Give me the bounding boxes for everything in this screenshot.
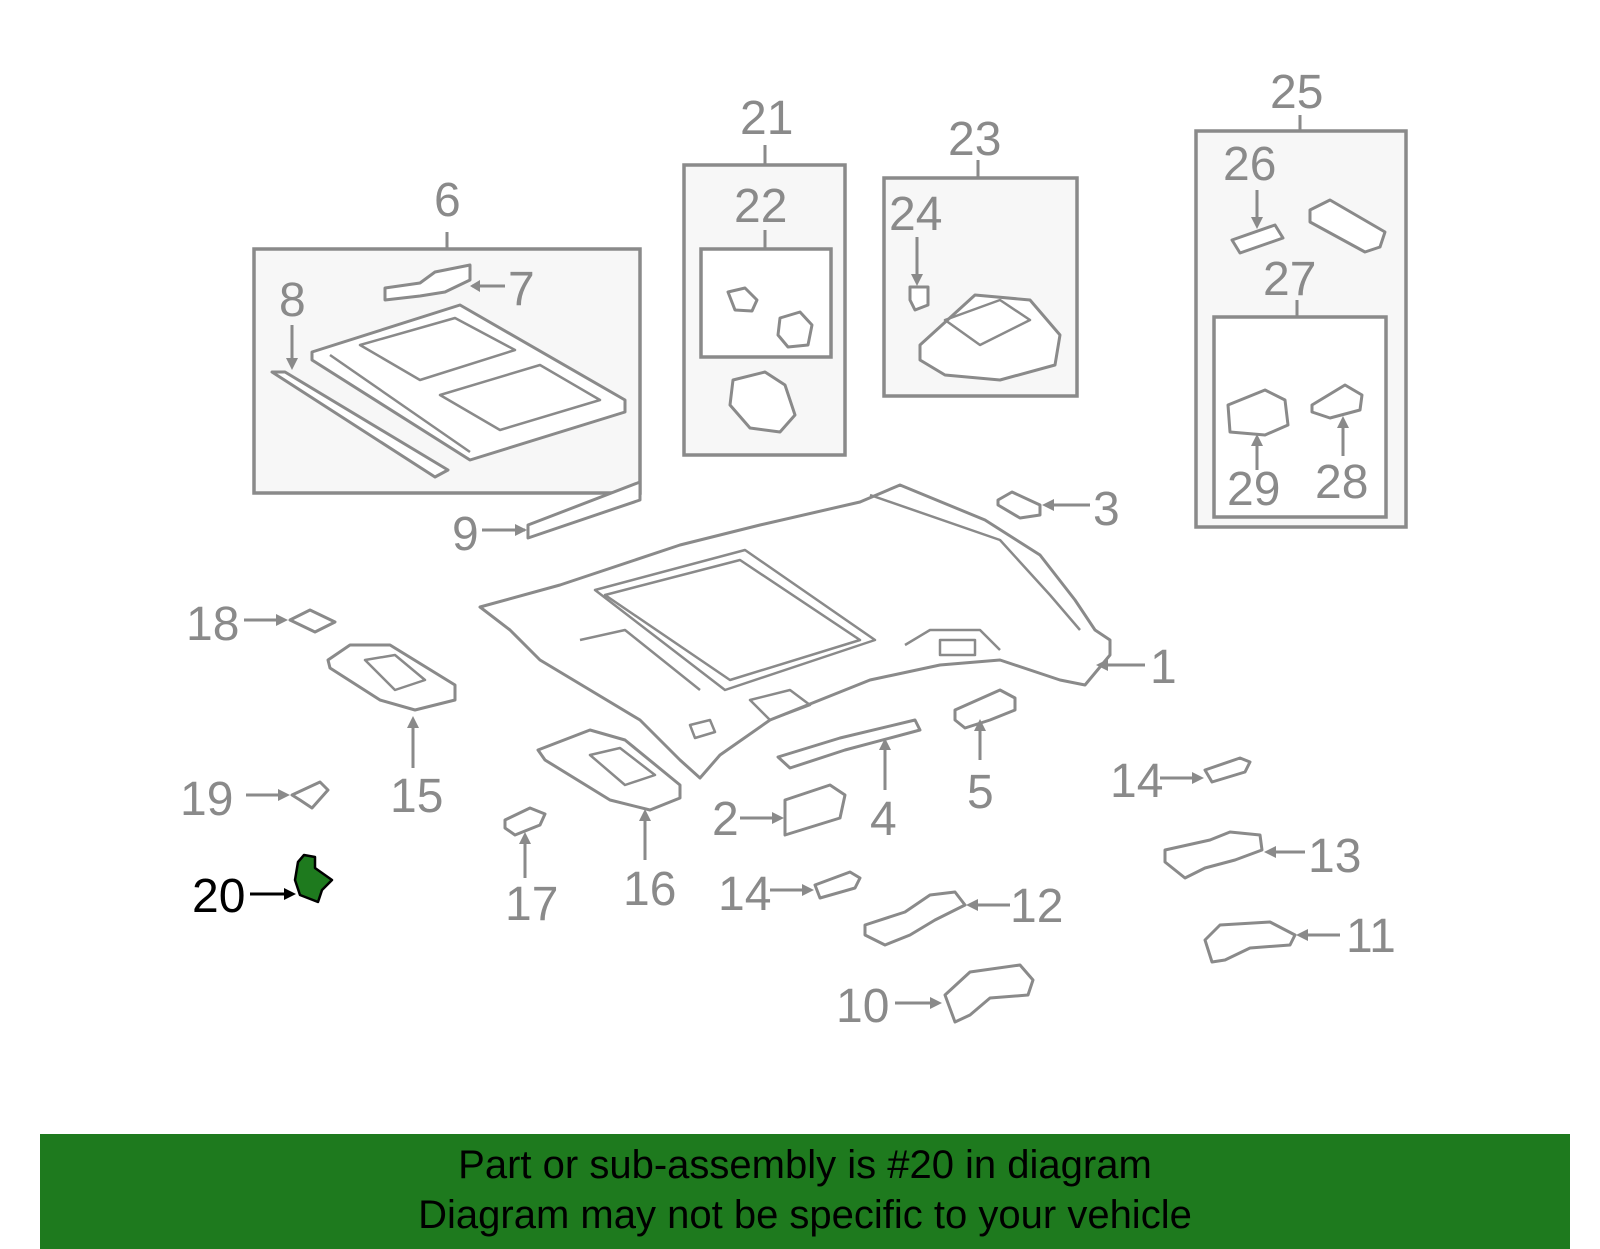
callout-9: 9 bbox=[452, 508, 479, 561]
part-14-lower bbox=[770, 870, 862, 900]
part-2 bbox=[740, 783, 847, 837]
part-14-upper bbox=[1160, 756, 1252, 784]
callout-2: 2 bbox=[712, 793, 739, 846]
part-16-sun-visor bbox=[536, 728, 682, 860]
part-4 bbox=[776, 718, 922, 790]
callout-20[interactable]: 20 bbox=[192, 870, 245, 923]
group-6-box bbox=[252, 232, 642, 495]
callout-28: 28 bbox=[1315, 456, 1368, 509]
callout-19: 19 bbox=[180, 773, 233, 826]
callout-16: 16 bbox=[623, 863, 676, 916]
callout-29: 29 bbox=[1227, 463, 1280, 516]
callout-23: 23 bbox=[948, 113, 1001, 166]
callout-5: 5 bbox=[967, 766, 994, 819]
callout-14-upper: 14 bbox=[1110, 755, 1163, 808]
group-21-box bbox=[682, 145, 847, 457]
callout-17: 17 bbox=[505, 878, 558, 931]
part-17 bbox=[503, 806, 547, 878]
callout-3: 3 bbox=[1093, 483, 1120, 536]
banner-line-1: Part or sub-assembly is #20 in diagram bbox=[458, 1143, 1152, 1187]
part-18 bbox=[244, 608, 337, 634]
part-1-headliner bbox=[478, 483, 1145, 780]
callout-21: 21 bbox=[740, 92, 793, 145]
part-9 bbox=[482, 480, 642, 540]
banner-line-2: Diagram may not be specific to your vehi… bbox=[418, 1193, 1192, 1237]
part-10 bbox=[895, 963, 1035, 1024]
callout-10: 10 bbox=[836, 980, 889, 1033]
callout-13: 13 bbox=[1308, 830, 1361, 883]
callout-27: 27 bbox=[1263, 253, 1316, 306]
part-15-sun-visor bbox=[326, 643, 457, 768]
callout-22: 22 bbox=[734, 180, 787, 233]
callout-4: 4 bbox=[870, 793, 897, 846]
callout-7: 7 bbox=[508, 263, 535, 316]
part-11 bbox=[1203, 920, 1340, 964]
callout-12: 12 bbox=[1010, 880, 1063, 933]
part-5 bbox=[953, 688, 1017, 760]
part-13 bbox=[1163, 830, 1305, 880]
group-25-box bbox=[1194, 115, 1408, 529]
callout-1: 1 bbox=[1150, 641, 1177, 694]
callout-11: 11 bbox=[1346, 910, 1396, 963]
callout-25: 25 bbox=[1270, 66, 1323, 119]
callout-8: 8 bbox=[279, 274, 306, 327]
callout-18: 18 bbox=[186, 598, 239, 651]
callout-26: 26 bbox=[1223, 138, 1276, 191]
callout-6: 6 bbox=[434, 174, 461, 227]
callout-14-lower: 14 bbox=[718, 868, 771, 921]
callout-24: 24 bbox=[889, 188, 942, 241]
part-3 bbox=[996, 490, 1090, 520]
group-23-box bbox=[882, 160, 1079, 398]
info-banner: Part or sub-assembly is #20 in diagram D… bbox=[40, 1134, 1570, 1249]
part-20-highlighted[interactable] bbox=[250, 853, 334, 904]
callout-15: 15 bbox=[390, 770, 443, 823]
part-19 bbox=[246, 780, 330, 810]
parts-diagram: 1 2 3 4 5 6 7 8 9 10 11 12 13 14 14 15 1… bbox=[180, 66, 1408, 1033]
part-12 bbox=[863, 890, 1010, 947]
